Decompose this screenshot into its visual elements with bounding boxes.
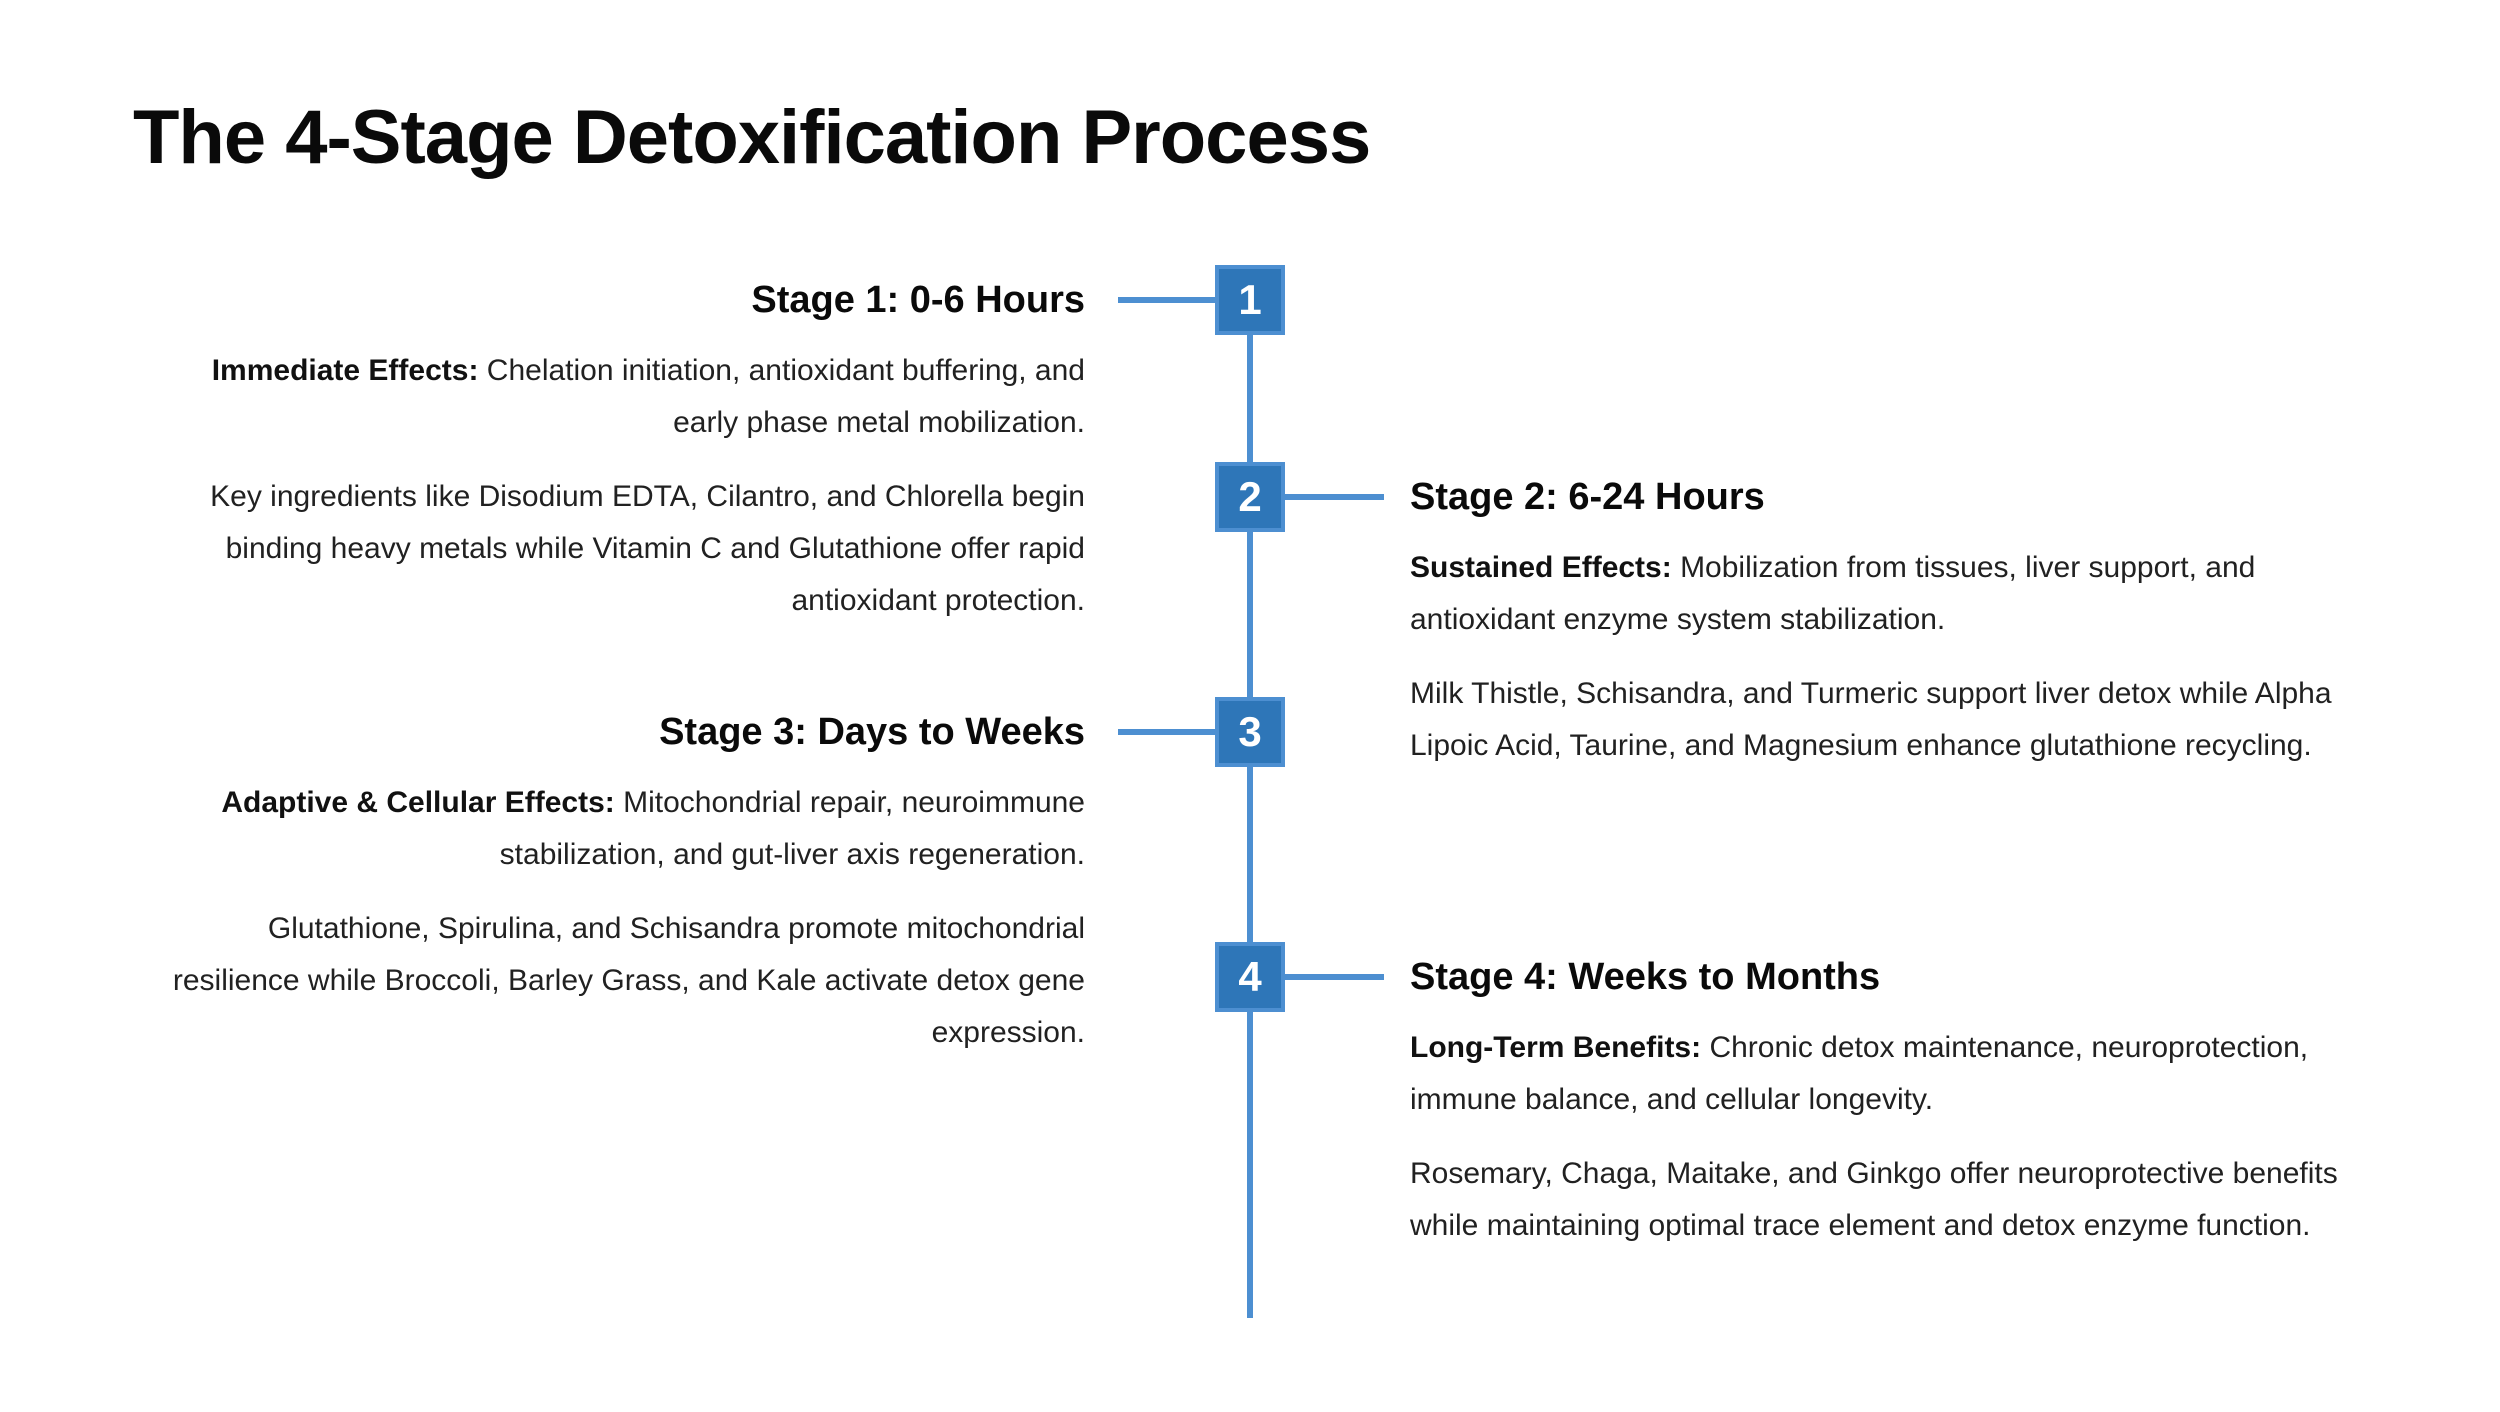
stage-3-number-marker: 3 [1215,697,1285,767]
stage-3-detail-paragraph: Glutathione, Spirulina, and Schisandra p… [172,912,1085,1049]
stage-2-number-marker: 2 [1215,462,1285,532]
stage-2-connector-line [1282,494,1384,500]
stage-1-section: Stage 1: 0-6 Hours Immediate Effects: Ch… [140,277,1085,649]
stage-3-connector-line [1118,729,1218,735]
stage-3-heading: Stage 3: Days to Weeks [659,711,1085,753]
stage-4-number-marker: 4 [1215,942,1285,1012]
stage-4-section: Stage 4: Weeks to Months Long-Term Benef… [1410,954,2395,1274]
stage-4-detail-paragraph: Rosemary, Chaga, Maitake, and Ginkgo off… [1410,1157,2338,1242]
stage-2-detail-paragraph: Milk Thistle, Schisandra, and Turmeric s… [1410,677,2332,762]
timeline-vertical-line [1247,300,1253,1318]
stage-4-intro-paragraph: Long-Term Benefits: Chronic detox mainte… [1410,1022,2395,1126]
stage-4-heading: Stage 4: Weeks to Months [1410,956,1881,998]
stage-4-intro-lead: Long-Term Benefits: [1410,1031,1702,1064]
stage-3-intro-lead: Adaptive & Cellular Effects: [221,786,615,819]
stage-2-heading: Stage 2: 6-24 Hours [1410,476,1765,518]
stage-4-connector-line [1282,974,1384,980]
page-title: The 4-Stage Detoxification Process [133,95,1371,180]
stage-1-number-marker: 1 [1215,265,1285,335]
stage-3-section: Stage 3: Days to Weeks Adaptive & Cellul… [140,709,1085,1081]
stage-2-section: Stage 2: 6-24 Hours Sustained Effects: M… [1410,474,2395,794]
stage-2-intro-lead: Sustained Effects: [1410,551,1672,584]
stage-1-intro-lead: Immediate Effects: [211,354,479,387]
stage-1-intro-text: Chelation initiation, antioxidant buffer… [478,354,1085,439]
stage-3-intro-text: Mitochondrial repair, neuroimmune stabil… [499,786,1085,871]
stage-1-connector-line [1118,297,1218,303]
stage-3-intro-paragraph: Adaptive & Cellular Effects: Mitochondri… [140,777,1085,881]
stage-4-intro-text: Chronic detox maintenance, neuroprotecti… [1410,1031,2309,1116]
stage-1-heading: Stage 1: 0-6 Hours [751,279,1085,321]
stage-2-intro-paragraph: Sustained Effects: Mobilization from tis… [1410,542,2395,646]
stage-1-intro-paragraph: Immediate Effects: Chelation initiation,… [140,345,1085,449]
stage-2-intro-text: Mobilization from tissues, liver support… [1410,551,2256,636]
stage-1-detail-paragraph: Key ingredients like Disodium EDTA, Cila… [210,480,1085,617]
